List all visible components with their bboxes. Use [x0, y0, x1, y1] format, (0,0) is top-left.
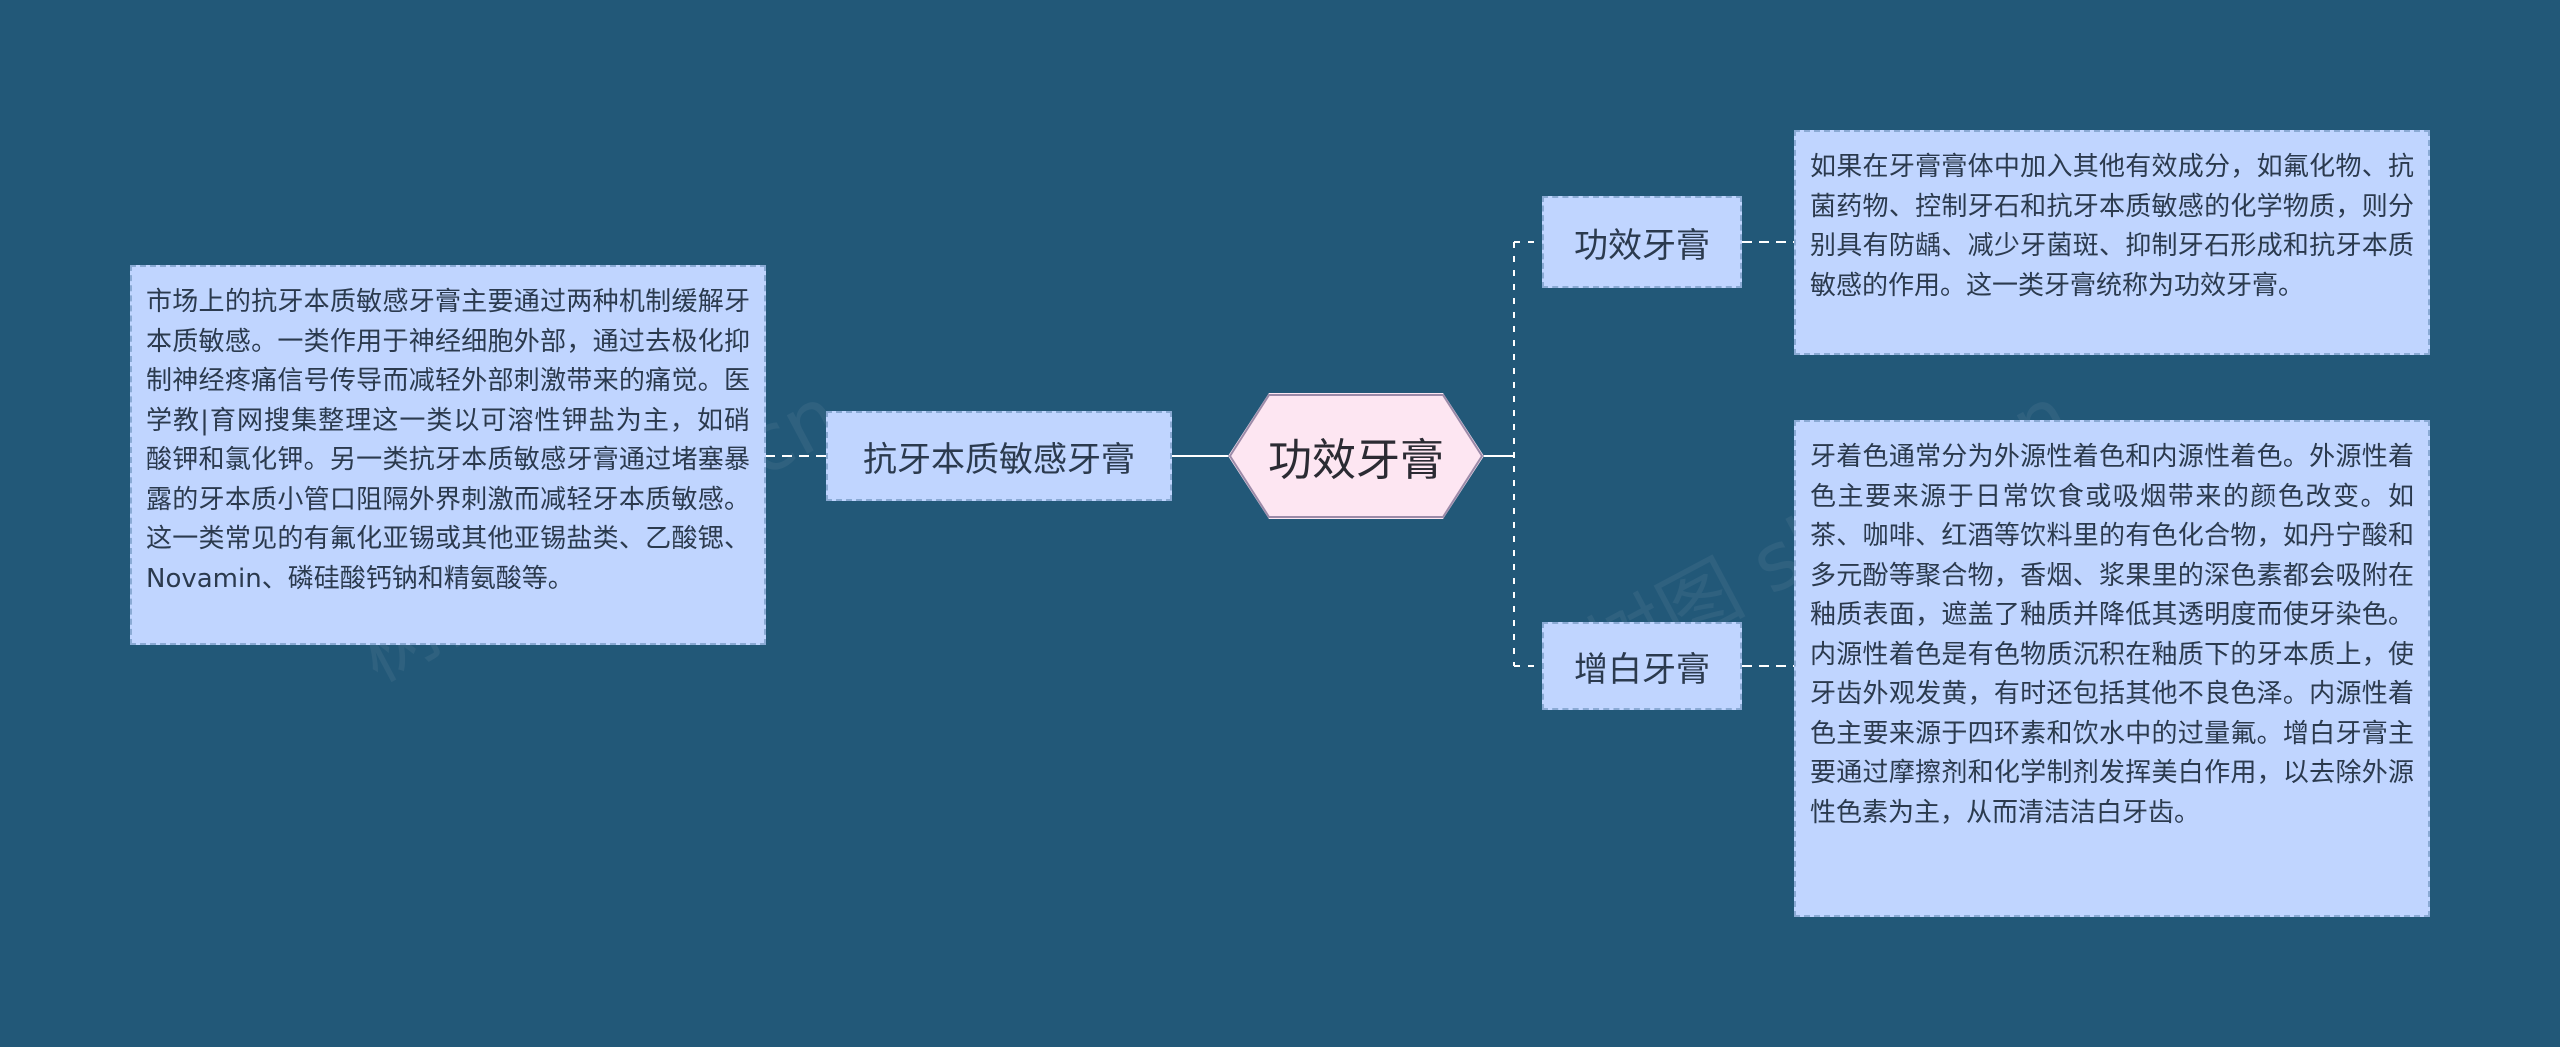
note-whitening-toothpaste-text: 牙着色通常分为外源性着色和内源性着色。外源性着色主要来源于日常饮食或吸烟带来的颜…	[1810, 442, 2414, 828]
central-topic-label: 功效牙膏	[1268, 435, 1444, 486]
note-functional-toothpaste: 如果在牙膏膏体中加入其他有效成分，如氟化物、抗菌药物、控制牙石和抗牙本质敏感的化…	[1794, 130, 2430, 355]
note-functional-toothpaste-text: 如果在牙膏膏体中加入其他有效成分，如氟化物、抗菌药物、控制牙石和抗牙本质敏感的化…	[1810, 152, 2414, 301]
topic-functional-toothpaste[interactable]: 功效牙膏	[1542, 196, 1742, 288]
topic-functional-toothpaste-label: 功效牙膏	[1574, 225, 1710, 266]
central-topic-outline	[1228, 394, 1484, 518]
topic-whitening-toothpaste[interactable]: 增白牙膏	[1542, 622, 1742, 710]
topic-whitening-toothpaste-label: 增白牙膏	[1574, 649, 1710, 690]
note-whitening-toothpaste: 牙着色通常分为外源性着色和内源性着色。外源性着色主要来源于日常饮食或吸烟带来的颜…	[1794, 420, 2430, 917]
note-anti-sensitivity-text: 市场上的抗牙本质敏感牙膏主要通过两种机制缓解牙本质敏感。一类作用于神经细胞外部，…	[146, 287, 750, 594]
topic-anti-sensitivity-label: 抗牙本质敏感牙膏	[863, 439, 1135, 480]
note-anti-sensitivity: 市场上的抗牙本质敏感牙膏主要通过两种机制缓解牙本质敏感。一类作用于神经细胞外部，…	[130, 265, 766, 645]
central-topic[interactable]: 功效牙膏	[1228, 393, 1484, 519]
topic-anti-sensitivity[interactable]: 抗牙本质敏感牙膏	[826, 411, 1172, 501]
